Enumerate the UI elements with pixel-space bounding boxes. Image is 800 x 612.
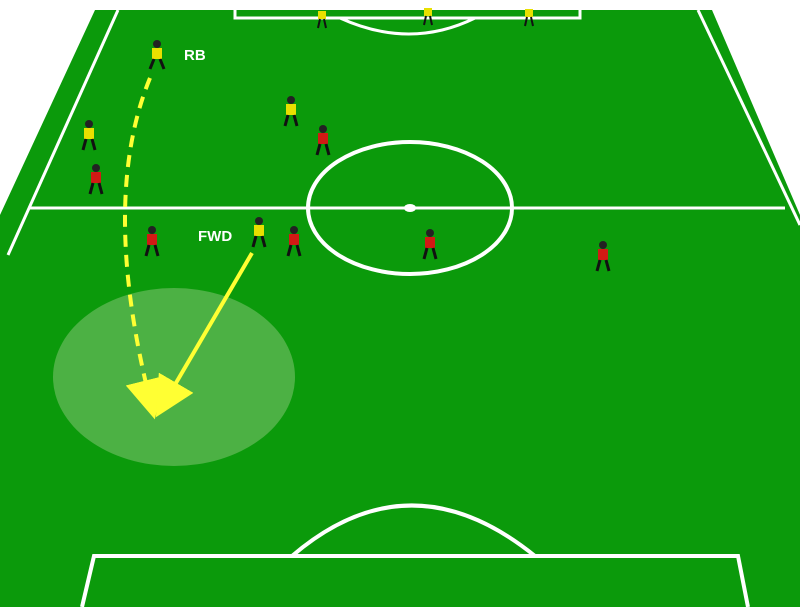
rb-label: RB	[184, 47, 206, 64]
center-spot	[404, 204, 416, 212]
target-zone	[53, 288, 295, 466]
fwd-label: FWD	[198, 228, 232, 245]
